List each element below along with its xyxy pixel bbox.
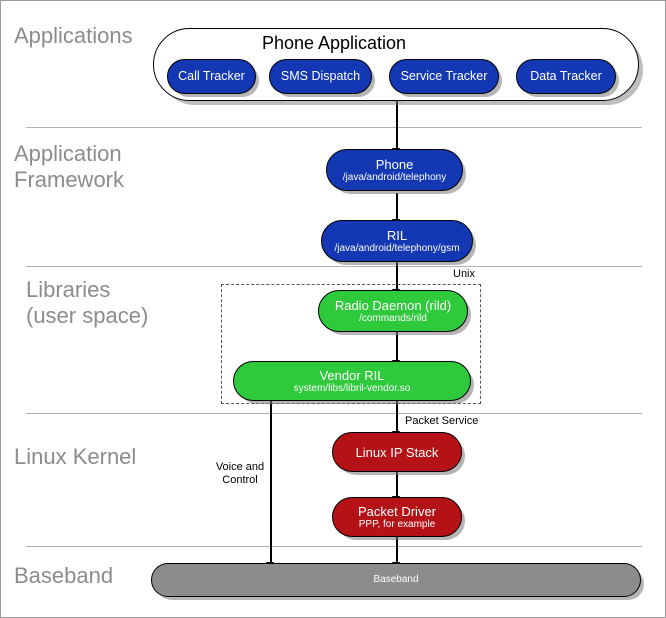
connector-apps-to-phone bbox=[396, 101, 398, 149]
app-button-service-tracker[interactable]: Service Tracker bbox=[389, 59, 499, 94]
node-ril[interactable]: RIL /java/android/telephony/gsm bbox=[321, 220, 473, 262]
node-phone-subtitle: /java/android/telephony bbox=[342, 171, 447, 183]
node-radio-daemon-title: Radio Daemon (rild) bbox=[334, 297, 452, 313]
divider-framework bbox=[26, 266, 642, 267]
app-button-sms-dispatch[interactable]: SMS Dispatch bbox=[269, 59, 372, 94]
node-ril-title: RIL bbox=[386, 227, 408, 243]
layer-label-linux-kernel: Linux Kernel bbox=[14, 444, 137, 469]
app-label-sms-dispatch: SMS Dispatch bbox=[280, 69, 361, 83]
app-button-call-tracker[interactable]: Call Tracker bbox=[167, 59, 256, 94]
connector-ip-stack-to-packet-driver bbox=[396, 471, 398, 497]
app-label-service-tracker: Service Tracker bbox=[400, 69, 488, 83]
node-ril-subtitle: /java/android/telephony/gsm bbox=[334, 242, 460, 254]
node-packet-driver-title: Packet Driver bbox=[357, 503, 437, 519]
app-label-data-tracker: Data Tracker bbox=[530, 69, 602, 83]
divider-libraries bbox=[26, 413, 642, 414]
layer-label-application-framework: Application Framework bbox=[14, 141, 125, 192]
node-radio-daemon[interactable]: Radio Daemon (rild) /commands/rild bbox=[318, 290, 468, 332]
divider-applications bbox=[26, 127, 642, 128]
layer-label-libraries: Libraries (user space) bbox=[26, 277, 149, 328]
layer-label-applications: Applications bbox=[14, 23, 133, 48]
connector-label-voice-and-control: Voice and Control bbox=[215, 461, 265, 486]
connector-ril-to-rild bbox=[396, 260, 398, 290]
connector-label-packet-service: Packet Service bbox=[405, 415, 479, 427]
node-packet-driver[interactable]: Packet Driver PPP, for example bbox=[332, 497, 462, 537]
node-phone-title: Phone bbox=[375, 156, 414, 172]
app-button-data-tracker[interactable]: Data Tracker bbox=[516, 59, 616, 94]
phone-application-title: Phone Application bbox=[261, 33, 407, 53]
divider-kernel bbox=[26, 546, 642, 547]
node-vendor-ril[interactable]: Vendor RIL system/libs/libril-vendor.so bbox=[233, 361, 471, 401]
node-baseband-title: Baseband bbox=[373, 574, 419, 585]
connector-phone-to-ril bbox=[396, 193, 398, 220]
node-packet-driver-subtitle: PPP, for example bbox=[358, 518, 436, 530]
node-baseband[interactable]: Baseband bbox=[151, 563, 641, 597]
connector-voice-control-to-baseband bbox=[270, 399, 272, 563]
node-radio-daemon-subtitle: /commands/rild bbox=[359, 312, 427, 324]
node-linux-ip-stack[interactable]: Linux IP Stack bbox=[332, 432, 462, 472]
unix-group-label: Unix bbox=[453, 268, 476, 280]
unix-group-box bbox=[221, 284, 481, 404]
node-phone[interactable]: Phone /java/android/telephony bbox=[326, 149, 463, 191]
connector-vendor-ril-to-ip-stack bbox=[396, 399, 398, 432]
layer-label-baseband: Baseband bbox=[14, 563, 114, 588]
node-linux-ip-stack-title: Linux IP Stack bbox=[355, 444, 439, 460]
app-label-call-tracker: Call Tracker bbox=[178, 69, 245, 83]
connector-rild-to-vendor-ril bbox=[396, 331, 398, 361]
connector-packet-driver-to-baseband bbox=[396, 535, 398, 563]
node-vendor-ril-subtitle: system/libs/libril-vendor.so bbox=[293, 382, 411, 394]
node-vendor-ril-title: Vendor RIL bbox=[319, 367, 385, 383]
